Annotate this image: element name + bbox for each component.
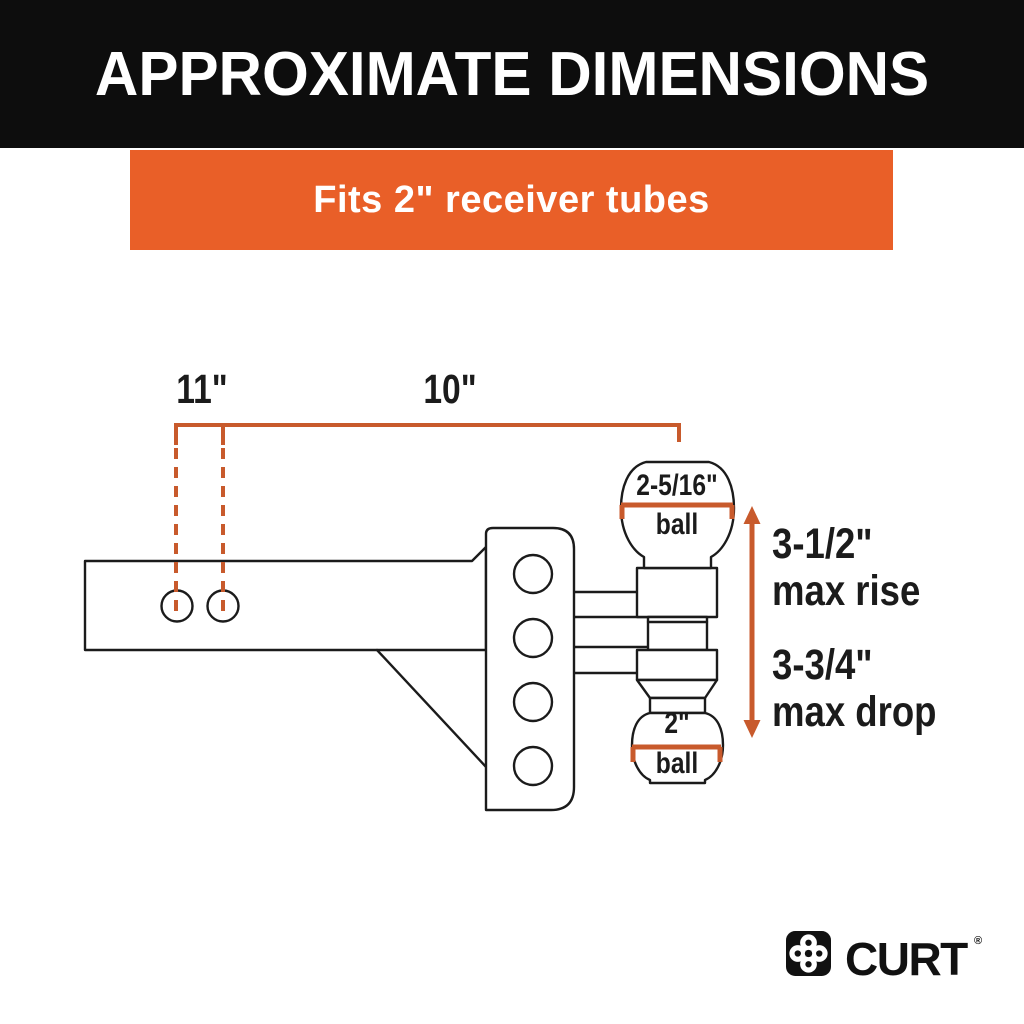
bottom-ball-width-line [630, 744, 723, 762]
curt-logo: CURT ® [786, 931, 996, 985]
length-dimension-line [174, 423, 681, 445]
bracket-outline [484, 526, 576, 812]
collar-lower [635, 648, 719, 682]
max-drop-label: max drop [772, 688, 937, 736]
max-drop-value: 3-3/4" [772, 641, 873, 689]
dimension-label-11in: 11" [176, 366, 228, 412]
top-ball-word-label: ball [655, 508, 699, 541]
bottom-ball-size-label: 2" [664, 707, 690, 740]
top-ball [619, 460, 736, 570]
registered-mark: ® [974, 935, 983, 947]
dimension-label-10in: 10" [423, 366, 477, 412]
bottom-ball-word-label: ball [655, 747, 699, 780]
max-rise-note: 3-1/2" max rise [772, 521, 920, 615]
max-rise-label: max rise [772, 567, 921, 615]
shank-outline [83, 545, 488, 652]
arrowhead-down [743, 720, 761, 738]
subtitle-banner: Fits 2" receiver tubes [130, 150, 893, 250]
subtitle-text: Fits 2" receiver tubes [313, 178, 710, 221]
taper [635, 678, 719, 700]
page-title: APPROXIMATE DIMENSIONS [94, 39, 930, 109]
curt-wordmark: CURT [845, 933, 968, 985]
top-ball-size-label: 2-5/16" [636, 469, 718, 502]
max-drop-note: 3-3/4" max drop [772, 642, 937, 736]
max-rise-value: 3-1/2" [772, 520, 873, 568]
header-bar: APPROXIMATE DIMENSIONS [0, 0, 1024, 148]
collar-upper [635, 566, 719, 619]
curt-logo-icon [786, 931, 831, 976]
dimension-lines [174, 423, 761, 762]
gusset-line [375, 648, 489, 770]
top-ball-width-line [619, 502, 735, 519]
bracket-holes [512, 553, 554, 787]
arrowhead-up [743, 506, 761, 524]
